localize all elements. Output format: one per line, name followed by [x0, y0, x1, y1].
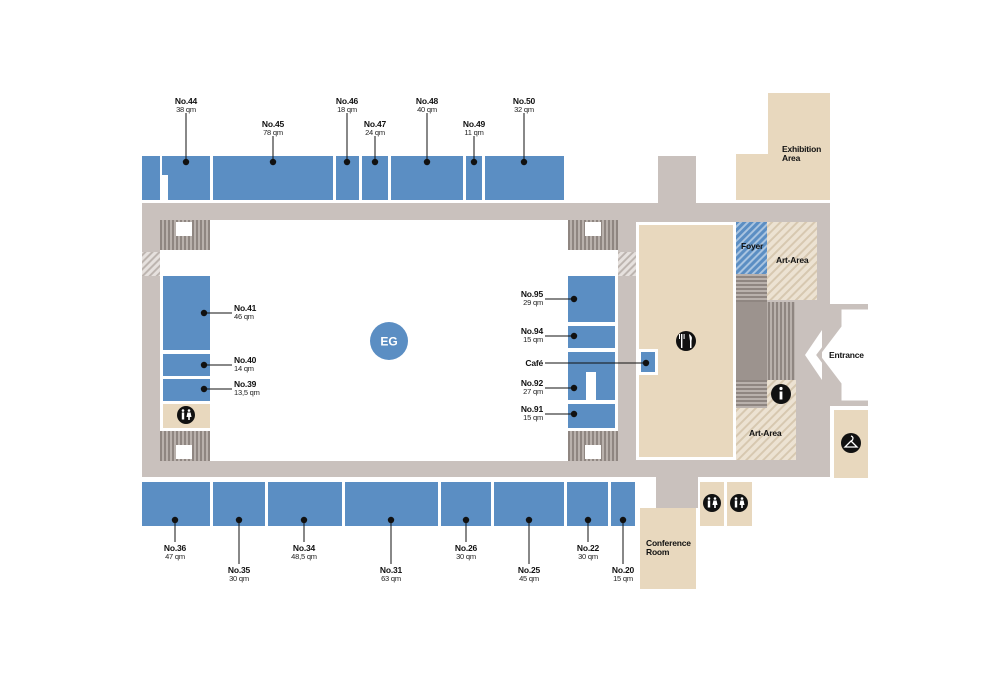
- booth-94-name: No.94: [521, 326, 544, 336]
- booth-49-size: 11 qm: [464, 128, 483, 137]
- booth-39[interactable]: [163, 379, 210, 401]
- booth-26-name: No.26: [455, 543, 478, 553]
- entrance-label: Entrance: [829, 350, 864, 360]
- booth-20-size: 15 qm: [613, 574, 633, 583]
- booth-91-size: 15 qm: [523, 413, 543, 422]
- cafe-name: Café: [525, 358, 543, 368]
- door-west: [142, 252, 160, 276]
- booth-50-name: No.50: [513, 96, 536, 106]
- foyer[interactable]: [736, 222, 767, 274]
- staircase-top-right: [568, 220, 618, 250]
- booth-47-size: 24 qm: [365, 128, 385, 137]
- floor-badge: EG: [370, 322, 408, 360]
- booth-44-name: No.44: [175, 96, 198, 106]
- toilet-icon: [703, 494, 721, 512]
- toilet-icon: [177, 406, 195, 424]
- art-area-top[interactable]: [767, 222, 817, 300]
- booth-31-name: No.31: [380, 565, 403, 575]
- leaders-left: [200, 309, 232, 393]
- booth-25-name: No.25: [518, 565, 541, 575]
- escalator: [736, 302, 767, 380]
- booth-35-name: No.35: [228, 565, 251, 575]
- booth-95-size: 29 qm: [523, 298, 543, 307]
- booth-22-size: 30 qm: [578, 552, 598, 561]
- stairs-foyer-mid: [767, 302, 795, 380]
- booth-39-name: No.39: [234, 379, 257, 389]
- booth-40-size: 14 qm: [234, 364, 254, 373]
- booth-95-name: No.95: [521, 289, 544, 299]
- booth-94[interactable]: [568, 326, 615, 348]
- art-area-bottom-label: Art-Area: [749, 428, 782, 438]
- booth-35-size: 30 qm: [229, 574, 249, 583]
- booth-48-size: 40 qm: [417, 105, 437, 114]
- staircase-top-left: [160, 220, 210, 250]
- stairs-foyer-bottom: [736, 380, 767, 408]
- booth-36-name: No.36: [164, 543, 187, 553]
- exhibition-area[interactable]: [736, 93, 830, 200]
- booth-22-name: No.22: [577, 543, 600, 553]
- labels-bottom: No.36 47 qm No.35 30 qm No.34 48,5 qm No…: [164, 543, 635, 583]
- booth-46-name: No.46: [336, 96, 359, 106]
- booth-41-name: No.41: [234, 303, 257, 313]
- labels-top: No.44 38 qm No.45 78 qm No.46 18 qm No.4…: [175, 96, 536, 137]
- booth-44-left[interactable]: [142, 156, 160, 190]
- booth-47-name: No.47: [364, 119, 387, 129]
- booth-20-name: No.20: [612, 565, 635, 575]
- toilet-icon: [730, 494, 748, 512]
- booth-26-size: 30 qm: [456, 552, 476, 561]
- art-area-bottom[interactable]: [736, 408, 796, 460]
- leaders-bottom: [171, 516, 627, 564]
- booths-top: [142, 156, 564, 200]
- fork-knife-icon: [676, 331, 696, 351]
- labels-left: No.41 46 qm No.40 14 qm No.39 13,5 qm: [234, 303, 260, 397]
- booth-48-name: No.48: [416, 96, 439, 106]
- leaders-top: [182, 113, 528, 166]
- booth-49-name: No.49: [463, 119, 486, 129]
- labels-right: No.95 29 qm No.94 15 qm Café No.92 27 qm…: [521, 289, 544, 422]
- booth-40[interactable]: [163, 354, 210, 376]
- booth-39-size: 13,5 qm: [234, 388, 260, 397]
- booth-25-size: 45 qm: [519, 574, 539, 583]
- booth-91-name: No.91: [521, 404, 544, 414]
- booth-92-size: 27 qm: [523, 387, 543, 396]
- booth-36-size: 47 qm: [165, 552, 185, 561]
- info-icon: [771, 384, 791, 404]
- hanger-icon: [841, 433, 861, 453]
- exhibition-area-label-1: Exhibition: [782, 144, 821, 154]
- leaders-right: [545, 295, 650, 418]
- door-east: [618, 252, 636, 276]
- floor-badge-label: EG: [380, 335, 397, 349]
- booth-45-name: No.45: [262, 119, 285, 129]
- booth-31-size: 63 qm: [381, 574, 401, 583]
- booth-92-name: No.92: [521, 378, 544, 388]
- art-area-top-label: Art-Area: [776, 255, 809, 265]
- booth-49[interactable]: [466, 156, 482, 200]
- staircase-bottom-left: [160, 431, 210, 461]
- booth-45-size: 78 qm: [263, 128, 283, 137]
- booth-46[interactable]: [336, 156, 359, 200]
- booth-40-name: No.40: [234, 355, 257, 365]
- stairs-foyer-top: [736, 274, 767, 302]
- exhibition-area-label-2: Area: [782, 153, 801, 163]
- booth-46-size: 18 qm: [337, 105, 357, 114]
- booth-44-size: 38 qm: [176, 105, 196, 114]
- booth-34-name: No.34: [293, 543, 316, 553]
- booth-94-size: 15 qm: [523, 335, 543, 344]
- foyer-label: Foyer: [741, 241, 764, 251]
- conference-room[interactable]: [640, 508, 696, 589]
- booth-50-size: 32 qm: [514, 105, 534, 114]
- staircase-bottom-right: [568, 431, 618, 461]
- booth-34-size: 48,5 qm: [291, 552, 317, 561]
- conference-room-label-2: Room: [646, 547, 670, 557]
- conference-room-label-1: Conference: [646, 538, 691, 548]
- booth-41-size: 46 qm: [234, 312, 254, 321]
- area-labels: Exhibition Area Foyer Art-Area Art-Area …: [646, 144, 864, 557]
